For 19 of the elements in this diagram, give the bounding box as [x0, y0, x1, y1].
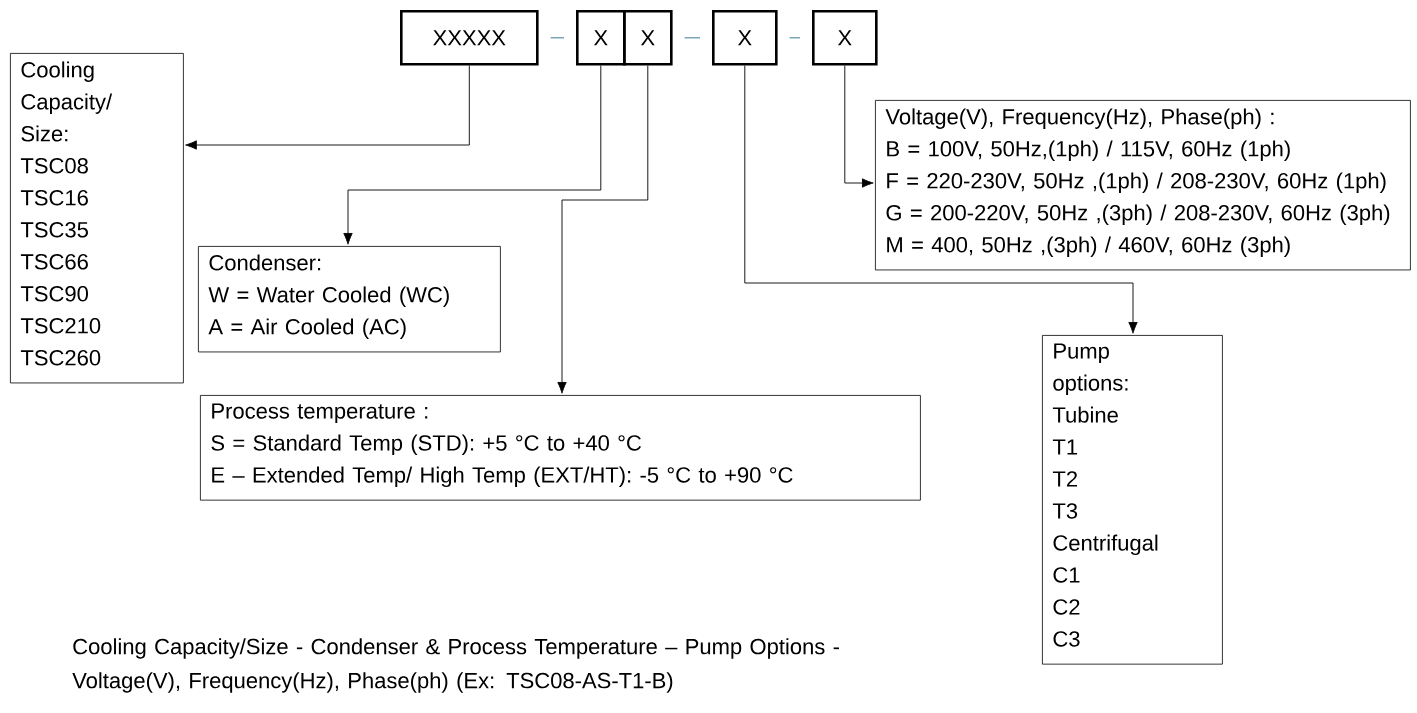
connector-arrow [185, 65, 470, 150]
connector-arrow [557, 65, 649, 394]
connector-arrow [844, 65, 874, 188]
separator-dash [550, 37, 565, 39]
code-box: X [623, 10, 673, 66]
spec-box: Pump options: Tubine T1 T2 T3 Centrifugal C1 C2 C3 [1042, 335, 1223, 665]
caption-text: Cooling Capacity/Size - Condenser & Process Temperature – Pump Options -Voltage(V), Frequency(Hz), Phase(ph) (Ex: TSC08-AS-T1-B) [72, 638, 839, 693]
separator-dash [789, 37, 801, 39]
spec-box: Cooling Capacity/ Size: TSC08 TSC16 TSC35 TSC66 TSC90 TSC210 TSC260 [10, 53, 184, 384]
connector-arrow [744, 65, 1138, 334]
spec-box: Voltage(V), Frequency(Hz), Phase(ph) : B = 100V, 50Hz,(1ph) / 115V, 60Hz (1ph) F = 220-230V, 50Hz ,(1ph) / 208-230V, 60Hz (1ph) G = 200-220V, 50Hz ,(3ph) / 208-230V, 60Hz (3ph) M = 400, 50Hz ,(3ph) / 460V, 60Hz (3ph) [875, 100, 1411, 271]
code-box: X [812, 10, 878, 66]
code-box: X [712, 10, 778, 66]
spec-box: Condenser: W = Water Cooled (WC) A = Air Cooled (AC) [198, 246, 501, 353]
separator-dash [684, 37, 701, 39]
code-box: XXXXX [400, 10, 539, 66]
code-box: X [576, 10, 626, 66]
connector-arrow [343, 65, 602, 245]
spec-box: Process temperature : S = Standard Temp (STD): +5 °C to +40 °C E – Extended Temp/ High Temp (EXT/HT): -5 °C to +90 °C [200, 395, 921, 501]
